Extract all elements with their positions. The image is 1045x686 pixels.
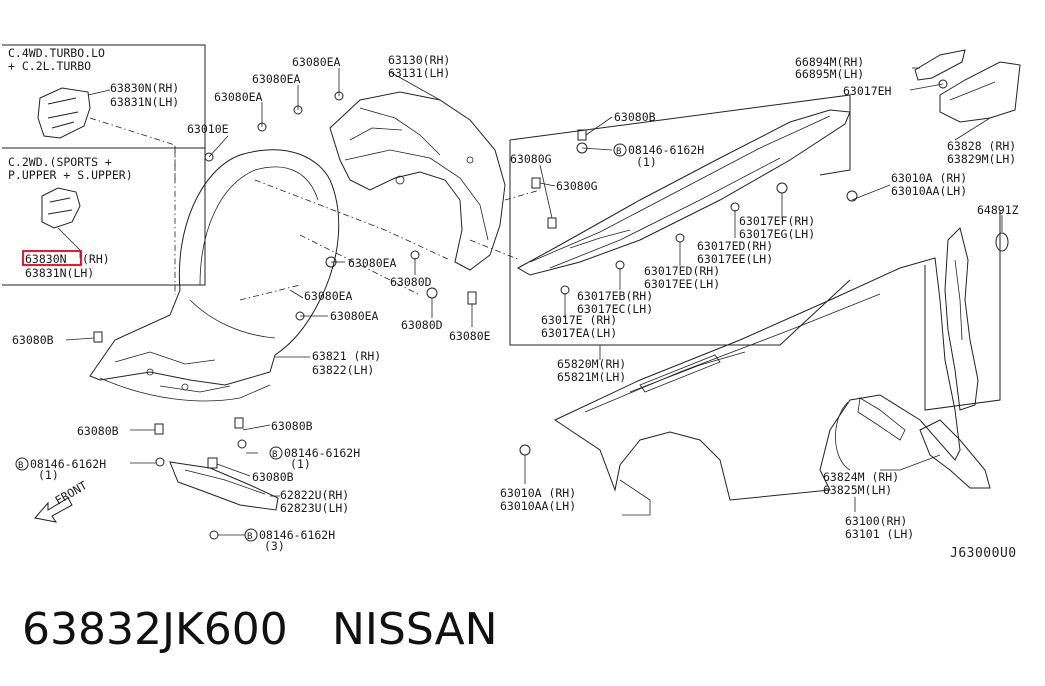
callout-63017e: 63017E (RH) — [541, 313, 617, 327]
callout-rh-inset-2: (RH) — [82, 252, 110, 266]
callout-63130: 63130(RH) — [388, 53, 450, 67]
callout-bolt-08146-a: 08146-6162H — [628, 143, 704, 157]
callout-bolt-08146-c: 08146-6162H — [284, 446, 360, 460]
callout-62822u: 62822U(RH) — [280, 488, 349, 502]
inset-splash-shield-2 — [41, 187, 81, 229]
callout-62823u: 62823U(LH) — [280, 501, 349, 515]
diagram-code: J63000U0 — [950, 546, 1017, 561]
callout-bolt-08146-b: 08146-6162H — [30, 457, 106, 471]
callout-66894m: 66894M(RH) — [795, 55, 864, 69]
highlight-box — [22, 250, 82, 266]
callout-qty-1-c: (1) — [290, 457, 311, 471]
callout-63831n-inset-2: 63831N(LH) — [25, 266, 94, 280]
callout-63830n-inset-2: 63830N — [25, 252, 67, 266]
callout-63080d-a: 63080D — [390, 275, 432, 289]
sill-cover — [516, 109, 851, 276]
callout-63100: 63100(RH) — [845, 514, 907, 528]
front-arrow-icon — [34, 497, 73, 523]
vertical-bracket — [944, 227, 1009, 411]
callout-63080g-a: 63080G — [510, 152, 552, 166]
callout-65820m: 65820M(RH) — [557, 357, 626, 371]
svg-text:B: B — [616, 147, 621, 157]
svg-text:B: B — [18, 461, 23, 471]
inset-variant-2-line-2: P.UPPER + S.UPPER) — [8, 168, 133, 182]
svg-text:B: B — [272, 450, 277, 460]
callout-63080ea-d: 63080EA — [348, 256, 397, 270]
callout-63017eg: 63017EG(LH) — [739, 227, 815, 241]
fender-trim-right — [857, 397, 991, 489]
callout-63080b-lower: 63080B — [252, 470, 294, 484]
callout-qty-1-a: (1) — [636, 155, 657, 169]
inner-liner — [329, 91, 506, 271]
part-number: 63832JK600 — [22, 604, 288, 655]
callout-63824m: 63824M (RH) — [823, 470, 899, 484]
callout-63080b-mid: 63080B — [77, 424, 119, 438]
leader-lines — [65, 67, 1003, 536]
callout-63017ee-b: 63017EE(LH) — [644, 277, 720, 291]
callout-63017ed-a: 63017ED(RH) — [697, 239, 773, 253]
callout-63829m: 63829M(LH) — [947, 152, 1016, 166]
callout-63017eb: 63017EB(RH) — [577, 289, 653, 303]
svg-text:B: B — [247, 532, 252, 542]
inset-box: C.4WD.TURBO.LO + C.2L.TURBO C.2WD.(SPORT… — [2, 44, 206, 286]
callout-63017ef: 63017EF(RH) — [739, 214, 815, 228]
inset-splash-shield-1 — [37, 87, 91, 139]
callout-63080b-right: 63080B — [271, 419, 313, 433]
callout-63080ea-a: 63080EA — [292, 55, 341, 69]
callout-63017ec: 63017EC(LH) — [577, 302, 653, 316]
callout-63821: 63821 (RH) — [312, 349, 381, 363]
callout-63080g-b: 63080G — [556, 179, 598, 193]
callout-63080ea-b: 63080EA — [252, 72, 301, 86]
brand-name: NISSAN — [332, 604, 498, 655]
callout-63080ea-e: 63080EA — [304, 289, 353, 303]
callout-63080d-b: 63080D — [401, 318, 443, 332]
callout-66895m: 66895M(LH) — [795, 67, 864, 81]
callout-65821m: 65821M(LH) — [557, 370, 626, 384]
callout-63017eh: 63017EH — [843, 84, 892, 98]
bolt-symbols — [15, 143, 627, 542]
callout-63101: 63101 (LH) — [845, 527, 914, 541]
callout-63830n-inset-1: 63830N(RH) — [110, 81, 179, 95]
callout-63131: 63131(LH) — [388, 66, 450, 80]
inset-variant-1-line-2: + C.2L.TURBO — [8, 59, 91, 73]
callout-63017ee-a: 63017EE(LH) — [697, 252, 773, 266]
callout-63010a-top: 63010A (RH) — [891, 171, 967, 185]
callout-qty-3: (3) — [264, 539, 285, 553]
fender-bracket — [914, 49, 1021, 123]
fasteners — [93, 79, 948, 540]
callout-bolt-08146-d: 08146-6162H — [259, 528, 335, 542]
callout-63080e: 63080E — [449, 329, 491, 343]
callout-63828: 63828 (RH) — [947, 139, 1016, 153]
callout-63010a-bottom: 63010A (RH) — [500, 486, 576, 500]
inset-variant-2-line-1: C.2WD.(SPORTS + — [8, 155, 112, 169]
callout-63831n-inset-1: 63831N(LH) — [110, 95, 179, 109]
callout-64891z: 64891Z — [977, 203, 1019, 217]
inset-variant-1-line-1: C.4WD.TURBO.LO — [8, 46, 105, 60]
callout-labels: 63080EA 63080EA 63080EA 63130(RH) 63131(… — [12, 53, 1019, 553]
callout-63080b-top: 63080B — [614, 110, 656, 124]
callout-63080ea-c: 63080EA — [214, 90, 263, 104]
mud-guard — [169, 461, 279, 511]
fender-panel — [553, 257, 961, 516]
callout-63017ed-b: 63017ED(RH) — [644, 264, 720, 278]
callout-63080b-left: 63080B — [12, 333, 54, 347]
callout-63080ea-f: 63080EA — [330, 309, 379, 323]
callout-63010e: 63010E — [187, 122, 229, 136]
callout-63822: 63822(LH) — [312, 363, 374, 377]
callout-63825m: 63825M(LH) — [823, 483, 892, 497]
callout-qty-1-b: (1) — [38, 468, 59, 482]
callout-63010aa-bottom: 63010AA(LH) — [500, 499, 576, 513]
callout-63010aa-top: 63010AA(LH) — [891, 184, 967, 198]
fender-liner — [89, 149, 340, 402]
callout-63017ea: 63017EA(LH) — [541, 326, 617, 340]
